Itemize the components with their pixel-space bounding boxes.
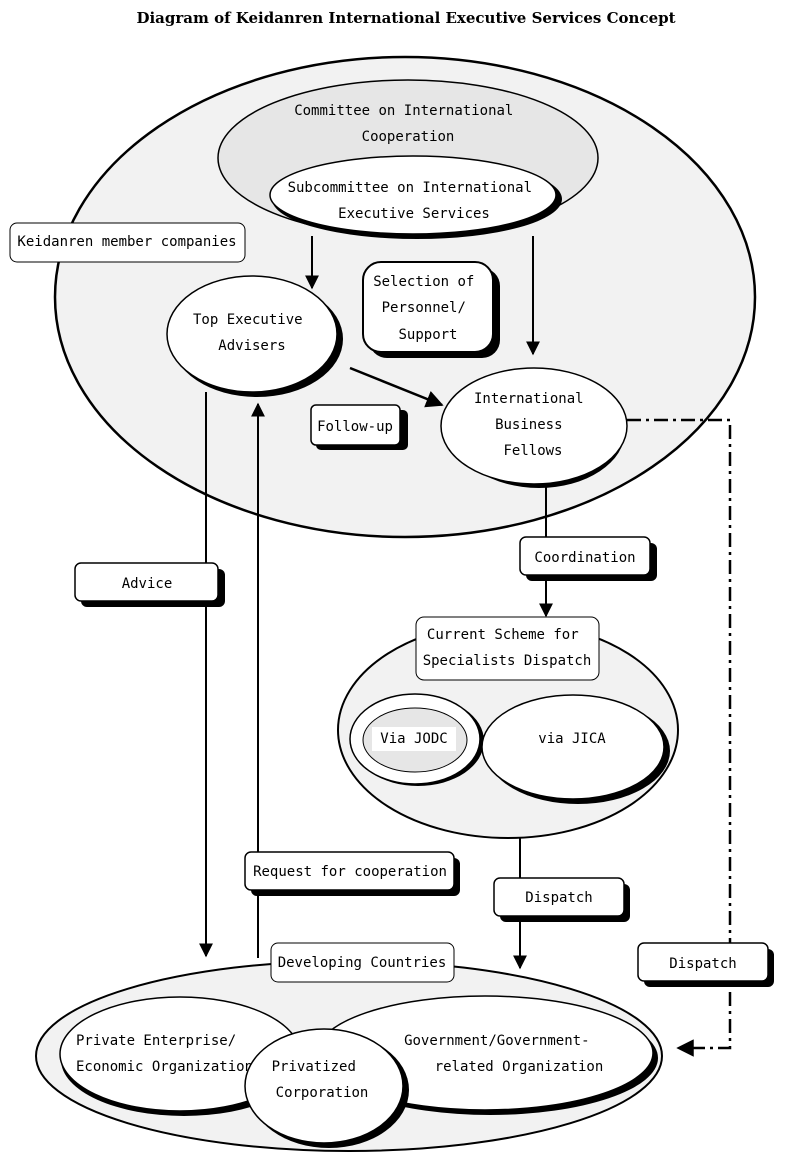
via-jodc-label: Via JODC <box>380 731 447 747</box>
via-jica-label: via JICA <box>538 731 606 747</box>
current-scheme-box: Current Scheme for Specialists Dispatch <box>415 616 600 681</box>
top-advisers-ellipse <box>166 275 338 393</box>
follow-up-label: Follow-up <box>317 419 393 435</box>
diagram-title: Diagram of Keidanren International Execu… <box>136 9 675 27</box>
top-advisers-node: Top Executive Advisers <box>166 275 343 397</box>
developing-label: Developing Countries <box>278 955 447 971</box>
selection-label: Selection of Personnel/ Support <box>373 274 483 343</box>
request-box: Request for cooperation <box>244 851 460 896</box>
private-label: Private Enterprise/ Economic Organizatio… <box>76 1033 253 1075</box>
request-label: Request for cooperation <box>253 864 447 880</box>
fellows-ellipse <box>440 367 628 485</box>
selection-box: Selection of Personnel/ Support <box>362 261 500 358</box>
committee-label: Committee on International Cooperation <box>294 103 522 145</box>
fellows-label: International Business Fellows <box>474 391 592 459</box>
follow-up-rect <box>310 404 401 446</box>
developing-rect <box>270 942 455 983</box>
via-jica-node: via JICA <box>481 694 670 804</box>
via-jodc-label-bg <box>372 727 456 751</box>
government-label: Government/Government- related Organizat… <box>404 1033 603 1075</box>
via-jica-ellipse <box>481 694 665 800</box>
coordination-rect <box>519 536 651 576</box>
selection-rect <box>362 261 494 353</box>
advice-rect <box>74 562 219 602</box>
coordination-box: Coordination <box>519 536 657 581</box>
arrow-advisers-to-fellows <box>349 366 444 408</box>
dispatch-center-label: Dispatch <box>525 890 592 906</box>
advice-label: Advice <box>122 576 173 592</box>
subcommittee-ellipse <box>269 155 557 235</box>
dispatch-right-rect <box>637 942 769 982</box>
current-scheme-label: Current Scheme for Specialists Dispatch <box>423 627 592 669</box>
privatized-label: Privatized Corporation <box>272 1059 369 1101</box>
dispatch-right-label: Dispatch <box>669 956 736 972</box>
coordination-label: Coordination <box>534 550 635 566</box>
fellows-node: International Business Fellows <box>440 367 628 488</box>
arrow-dispatch-right <box>627 418 732 1057</box>
privatized-ellipse <box>244 1028 404 1144</box>
member-companies-label: Keidanren member companies <box>17 234 236 250</box>
current-scheme-rect <box>415 616 600 681</box>
follow-up-box: Follow-up <box>310 404 408 450</box>
advice-box: Advice <box>74 562 225 607</box>
dispatch-right-box: Dispatch <box>637 942 774 987</box>
via-jodc-node: Via JODC <box>349 693 484 786</box>
dispatch-center-rect <box>493 877 625 917</box>
privatized-node: Privatized Corporation <box>244 1028 409 1148</box>
member-companies-box: Keidanren member companies <box>9 222 246 263</box>
developing-box: Developing Countries <box>270 942 455 983</box>
subcommittee-node: Subcommittee on International Executive … <box>269 155 562 239</box>
dispatch-center-box: Dispatch <box>493 877 630 922</box>
request-rect <box>244 851 455 891</box>
subcommittee-label: Subcommittee on International Executive … <box>288 180 541 222</box>
member-companies-rect <box>9 222 246 263</box>
top-advisers-label: Top Executive Advisers <box>193 312 311 354</box>
